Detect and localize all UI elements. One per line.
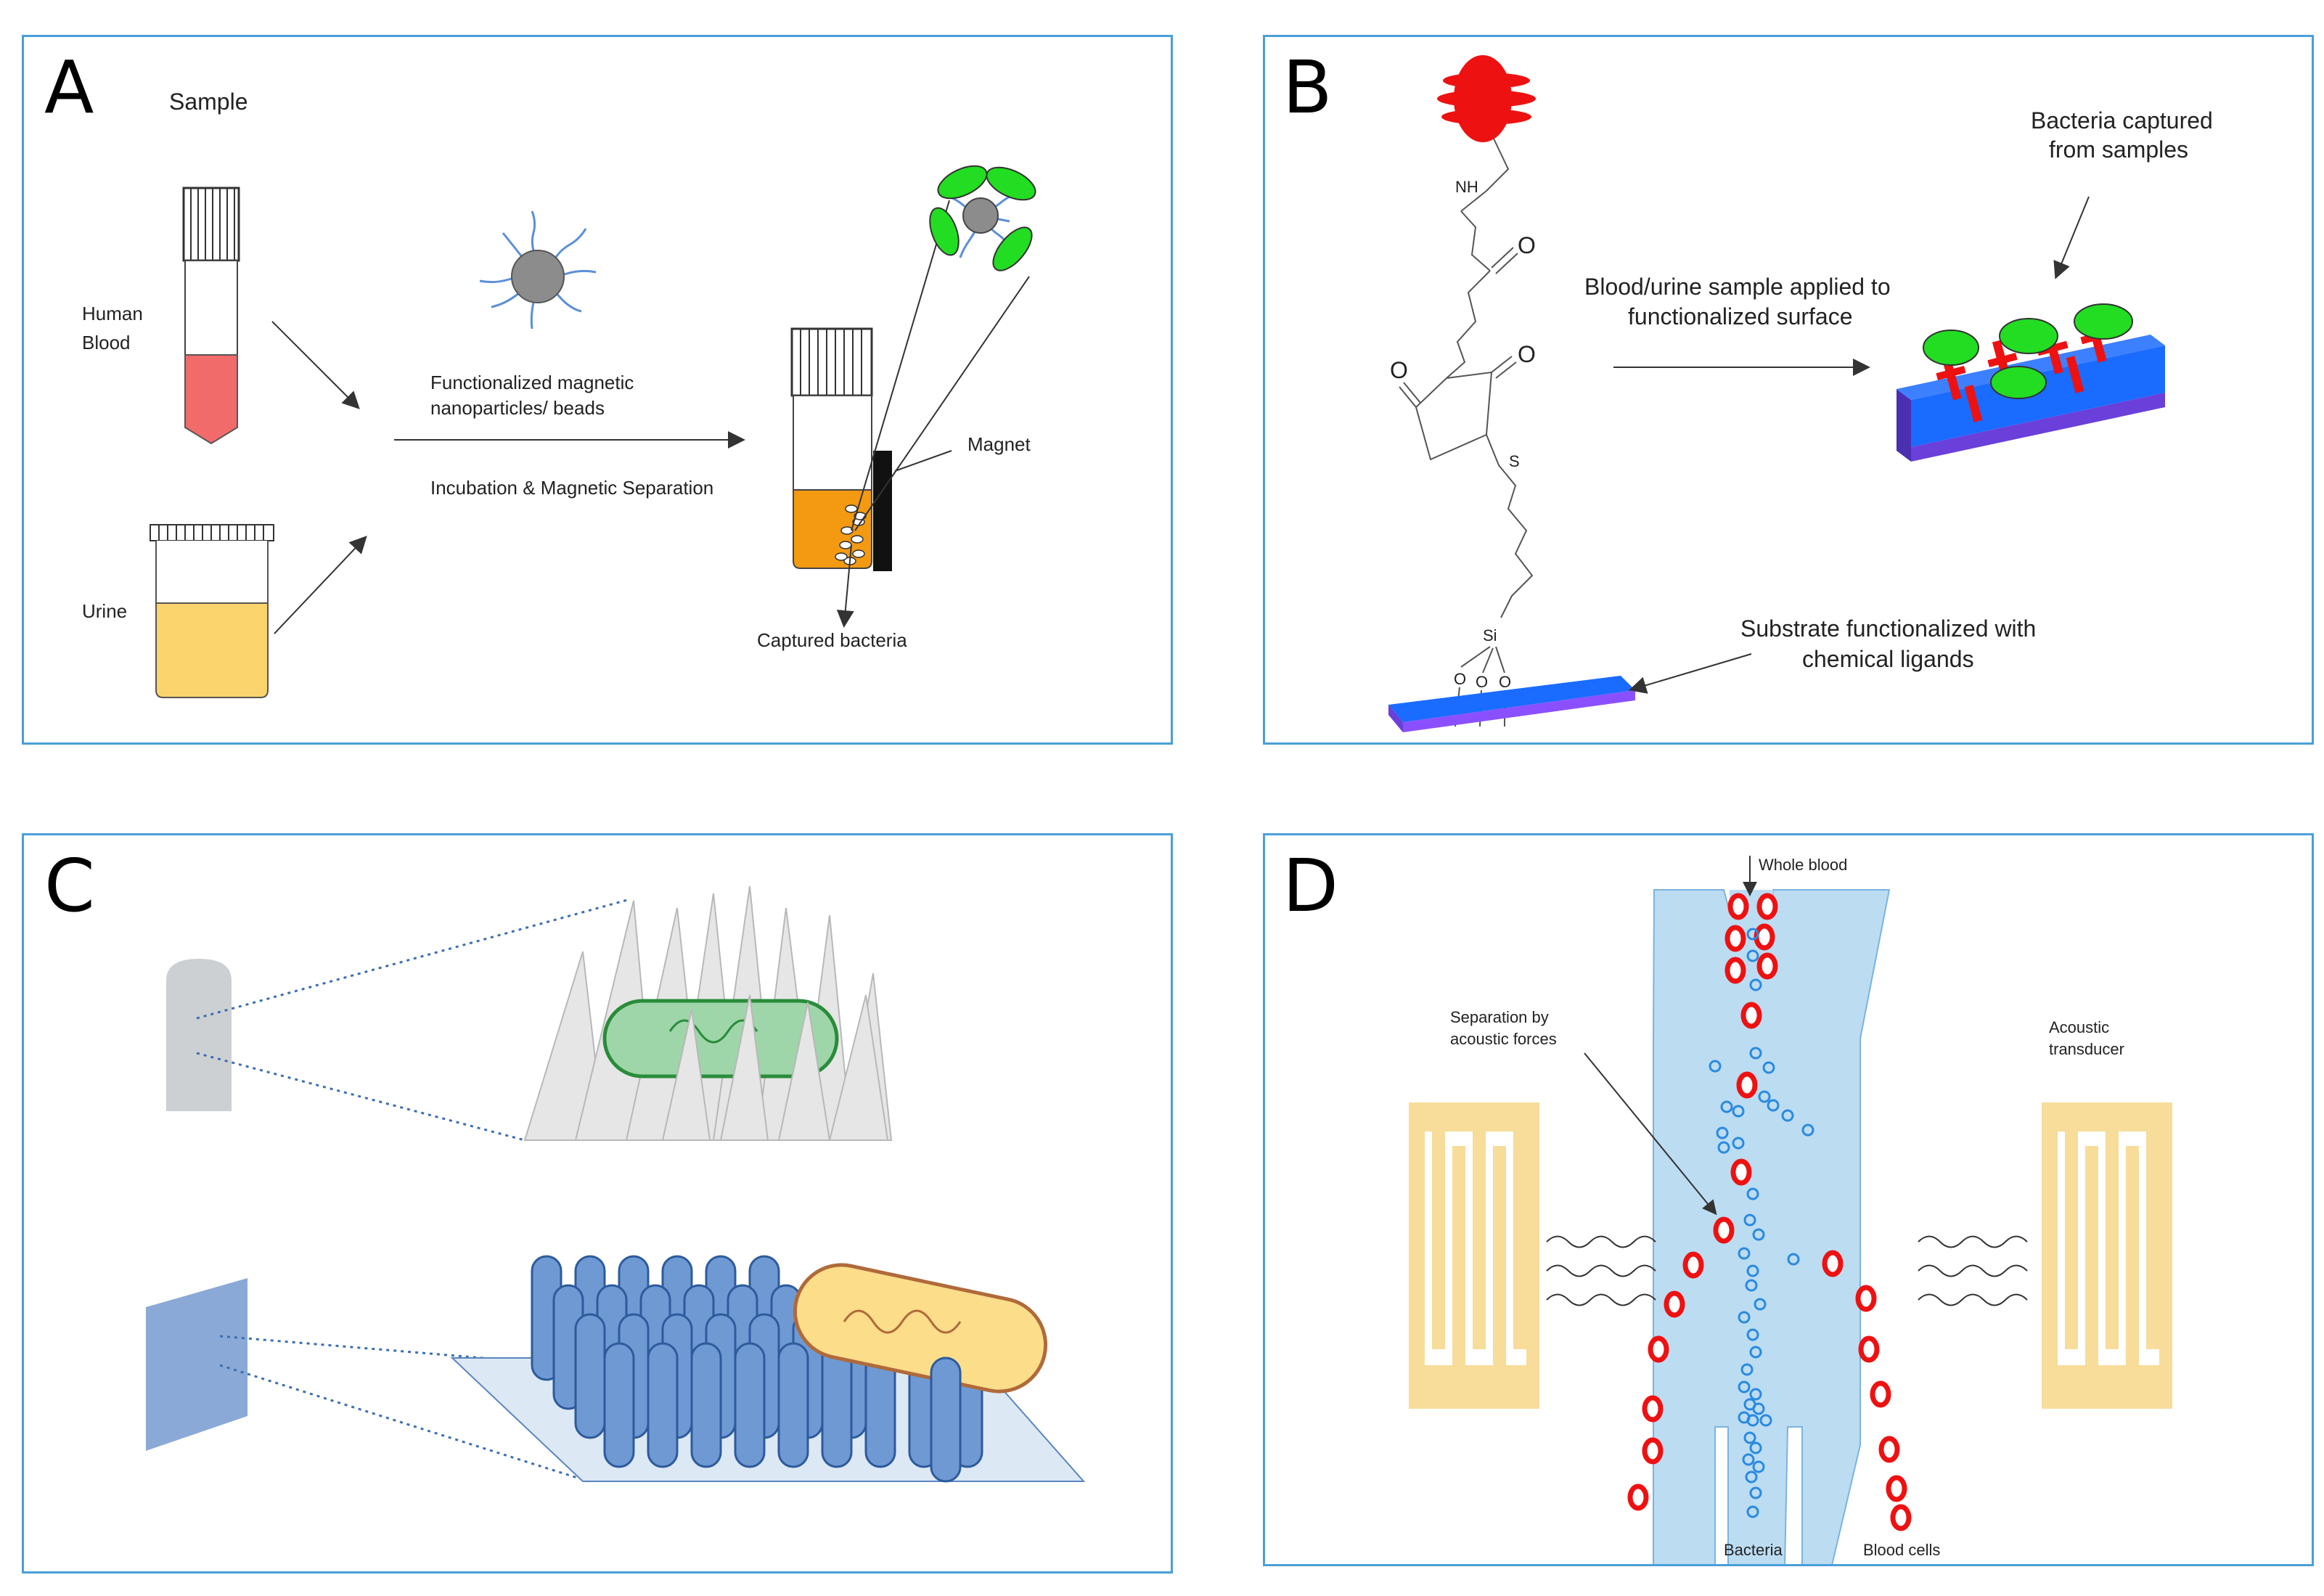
human-label-1: Human — [82, 303, 143, 324]
magnet-icon — [873, 451, 892, 571]
panel-a-letter: A — [44, 45, 94, 130]
whole-blood-label: Whole blood — [1759, 856, 1847, 874]
captured-label: Captured bacteria — [757, 629, 907, 651]
captured-label-2: from samples — [2049, 136, 2188, 163]
transducer-label-2: transducer — [2049, 1040, 2124, 1058]
implant-icon — [166, 959, 232, 1111]
substrate-sheet-icon — [146, 1278, 247, 1451]
substrate-label-1: Substrate functionalized with — [1740, 615, 2036, 642]
urine-cup-icon — [150, 524, 274, 698]
nanoparticle-icon — [479, 210, 597, 330]
nanopillars-icon — [531, 1255, 983, 1468]
acoustic-waves-icon — [1546, 1235, 2028, 1306]
nanoparticles-label-2: nanoparticles/ beads — [430, 397, 605, 419]
captured-tube-icon — [790, 327, 873, 569]
panel-d-diagram: Whole blood Separation by acoustic force… — [1409, 856, 2172, 1564]
o-label-2: O — [1390, 357, 1408, 383]
right-electrode-icon — [2042, 1102, 2172, 1409]
bacteria-label: Bacteria — [1724, 1541, 1783, 1559]
captured-chip-icon — [1897, 303, 2165, 462]
separation-label-2: acoustic forces — [1450, 1030, 1557, 1048]
panel-c-diagram — [146, 885, 1086, 1483]
si-label: Si — [1483, 626, 1497, 644]
pillar-bacterium-icon — [793, 1263, 1048, 1394]
applied-label-2: functionalized surface — [1628, 303, 1853, 330]
nanoparticles-label-1: Functionalized magnetic — [430, 372, 634, 393]
o-label-1: O — [1518, 232, 1536, 258]
o-si-label-3: O — [1499, 673, 1511, 691]
sample-label: Sample — [169, 89, 248, 115]
panel-b-letter: B — [1282, 45, 1333, 130]
magnet-label: Magnet — [967, 433, 1031, 455]
blood-cells-icon — [1627, 893, 1912, 1531]
panel-c: C — [22, 833, 1173, 1574]
urine-label: Urine — [82, 600, 127, 622]
applied-label-1: Blood/urine sample applied to — [1584, 274, 1891, 300]
captured-label-1: Bacteria captured — [2031, 107, 2213, 134]
incubation-label: Incubation & Magnetic Separation — [430, 477, 713, 499]
o-si-label-1: O — [1454, 670, 1466, 688]
ligand-chain — [1399, 138, 1534, 727]
panel-d-letter: D — [1282, 843, 1339, 928]
panel-b-diagram: NH O O O S Si O O O Substrate functional… — [1388, 55, 2213, 732]
bead-with-bacteria-icon — [929, 165, 1036, 271]
panel-d: D Whole blood Separation by acoustic for… — [1263, 833, 2314, 1566]
substrate-label-2: chemical ligands — [1802, 646, 1974, 672]
nh-label: NH — [1455, 178, 1478, 196]
blood-tube-icon — [182, 187, 240, 445]
blood-cells-label: Blood cells — [1863, 1541, 1940, 1559]
o-si-label-2: O — [1476, 673, 1488, 691]
o-label-3: O — [1518, 341, 1536, 367]
panel-b: B NH O O O S — [1263, 35, 2314, 745]
separation-label-1: Separation by — [1450, 1008, 1549, 1026]
red-bacterium-icon — [1437, 55, 1536, 142]
transducer-label-1: Acoustic — [2049, 1018, 2109, 1036]
bacteria-dots-icon — [1709, 928, 1814, 1518]
panel-a-diagram: Sample Human Blood — [82, 89, 1036, 698]
panel-a: A Sample Human Blood — [22, 35, 1173, 745]
substrate-icon — [1388, 676, 1635, 732]
panel-c-letter: C — [44, 843, 95, 928]
human-label-2: Blood — [82, 332, 131, 353]
spike-bacterium-icon — [602, 999, 839, 1079]
s-label: S — [1509, 452, 1520, 470]
left-electrode-icon — [1409, 1102, 1539, 1409]
